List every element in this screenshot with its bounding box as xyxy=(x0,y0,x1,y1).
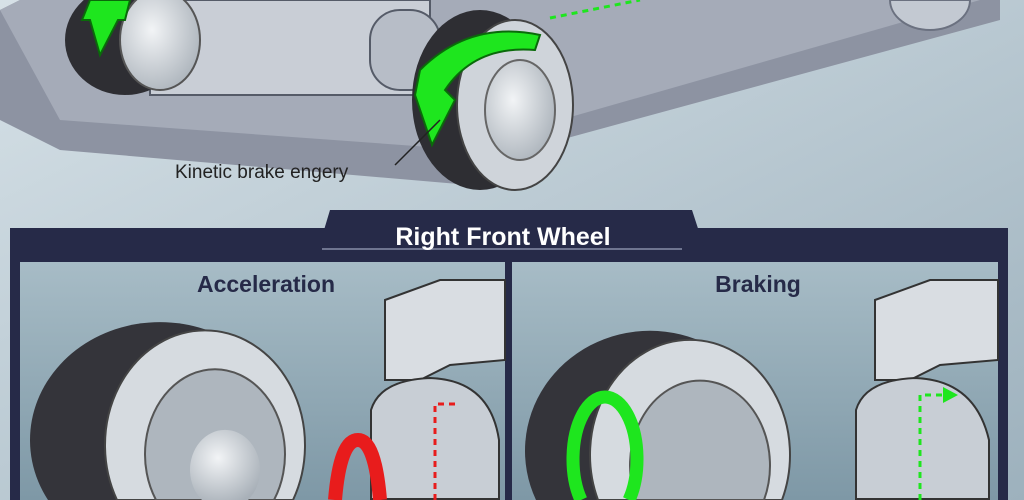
rotation-arrow-icon xyxy=(80,0,132,58)
title-tab xyxy=(318,210,705,250)
kinetic-brake-energy-label: Kinetic brake engery xyxy=(175,162,349,183)
panel-title: Right Front Wheel xyxy=(395,223,610,251)
green-force-ring-icon xyxy=(566,390,644,500)
rotation-arrow-icon xyxy=(413,30,542,148)
suspension-knuckle-illustration xyxy=(384,279,506,381)
braking-panel: Braking xyxy=(512,262,999,500)
red-force-ring-icon xyxy=(328,432,387,500)
callout-line xyxy=(394,119,441,166)
acceleration-panel: Acceleration xyxy=(20,262,506,500)
hub-illustration xyxy=(190,429,260,500)
green-dashed-arrow-icon xyxy=(918,393,945,500)
suspension-knuckle-illustration xyxy=(874,279,999,381)
braking-title: Braking xyxy=(715,271,801,297)
front-wheel-illustration xyxy=(394,10,574,191)
right-front-wheel-panel: Right Front Wheel Acceleration Braking xyxy=(10,210,1008,500)
red-dashed-arrow-icon xyxy=(433,402,458,500)
left-wheel-illustration xyxy=(65,0,201,95)
acceleration-title: Acceleration xyxy=(197,271,335,297)
arrow-head-icon xyxy=(943,387,958,403)
